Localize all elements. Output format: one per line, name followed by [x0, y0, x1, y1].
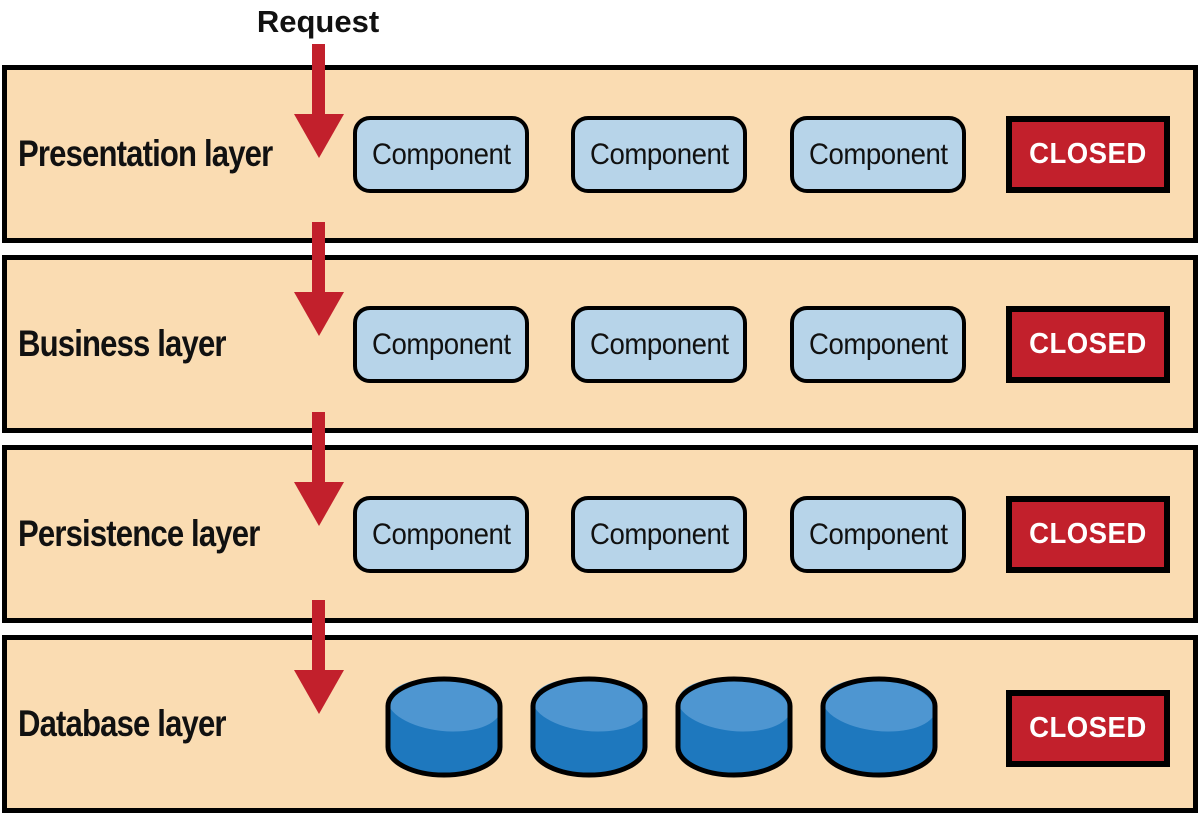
- layer-database: Database layer CLOSED: [2, 635, 1198, 813]
- component-label: Component: [371, 517, 511, 551]
- database-cylinder-icon: [528, 673, 650, 779]
- component-box: Component: [571, 116, 747, 193]
- arrow-head-icon: [294, 292, 344, 336]
- component-box: Component: [790, 306, 966, 383]
- component-label: Component: [589, 327, 729, 361]
- component-box: Component: [353, 116, 529, 193]
- component-label: Component: [589, 137, 729, 171]
- closed-badge: CLOSED: [1006, 116, 1170, 193]
- component-box: Component: [571, 496, 747, 573]
- request-arrow-into-persistence: [294, 412, 344, 530]
- layer-label: Presentation layer: [18, 133, 273, 174]
- arrow-shaft: [312, 412, 325, 486]
- arrow-shaft: [312, 222, 325, 296]
- arrow-head-icon: [294, 482, 344, 526]
- request-arrow-into-presentation: [294, 44, 344, 162]
- layer-label: Persistence layer: [18, 513, 260, 554]
- component-box: Component: [353, 496, 529, 573]
- request-label: Request: [256, 4, 380, 39]
- database-cylinder-icon: [818, 673, 940, 779]
- arrow-head-icon: [294, 114, 344, 158]
- closed-badge: CLOSED: [1006, 306, 1170, 383]
- request-arrow-into-database: [294, 600, 344, 718]
- component-label: Component: [808, 327, 948, 361]
- arrow-head-icon: [294, 670, 344, 714]
- component-box: Component: [353, 306, 529, 383]
- arrow-shaft: [312, 600, 325, 674]
- layer-label: Database layer: [18, 703, 227, 744]
- component-label: Component: [371, 327, 511, 361]
- layer-business: Business layer Component Component Compo…: [2, 255, 1198, 433]
- closed-label: CLOSED: [1029, 712, 1147, 744]
- layer-label: Business layer: [18, 323, 227, 364]
- component-label: Component: [808, 137, 948, 171]
- layer-persistence: Persistence layer Component Component Co…: [2, 445, 1198, 623]
- component-box: Component: [571, 306, 747, 383]
- component-label: Component: [371, 137, 511, 171]
- component-label: Component: [589, 517, 729, 551]
- closed-label: CLOSED: [1029, 518, 1147, 550]
- closed-badge: CLOSED: [1006, 496, 1170, 573]
- component-box: Component: [790, 116, 966, 193]
- arrow-shaft: [312, 44, 325, 118]
- closed-badge: CLOSED: [1006, 690, 1170, 767]
- database-cylinder-icon: [383, 673, 505, 779]
- layer-presentation: Presentation layer Component Component C…: [2, 65, 1198, 243]
- request-arrow-into-business: [294, 222, 344, 340]
- component-box: Component: [790, 496, 966, 573]
- database-cylinder-icon: [673, 673, 795, 779]
- closed-label: CLOSED: [1029, 328, 1147, 360]
- closed-label: CLOSED: [1029, 138, 1147, 170]
- component-label: Component: [808, 517, 948, 551]
